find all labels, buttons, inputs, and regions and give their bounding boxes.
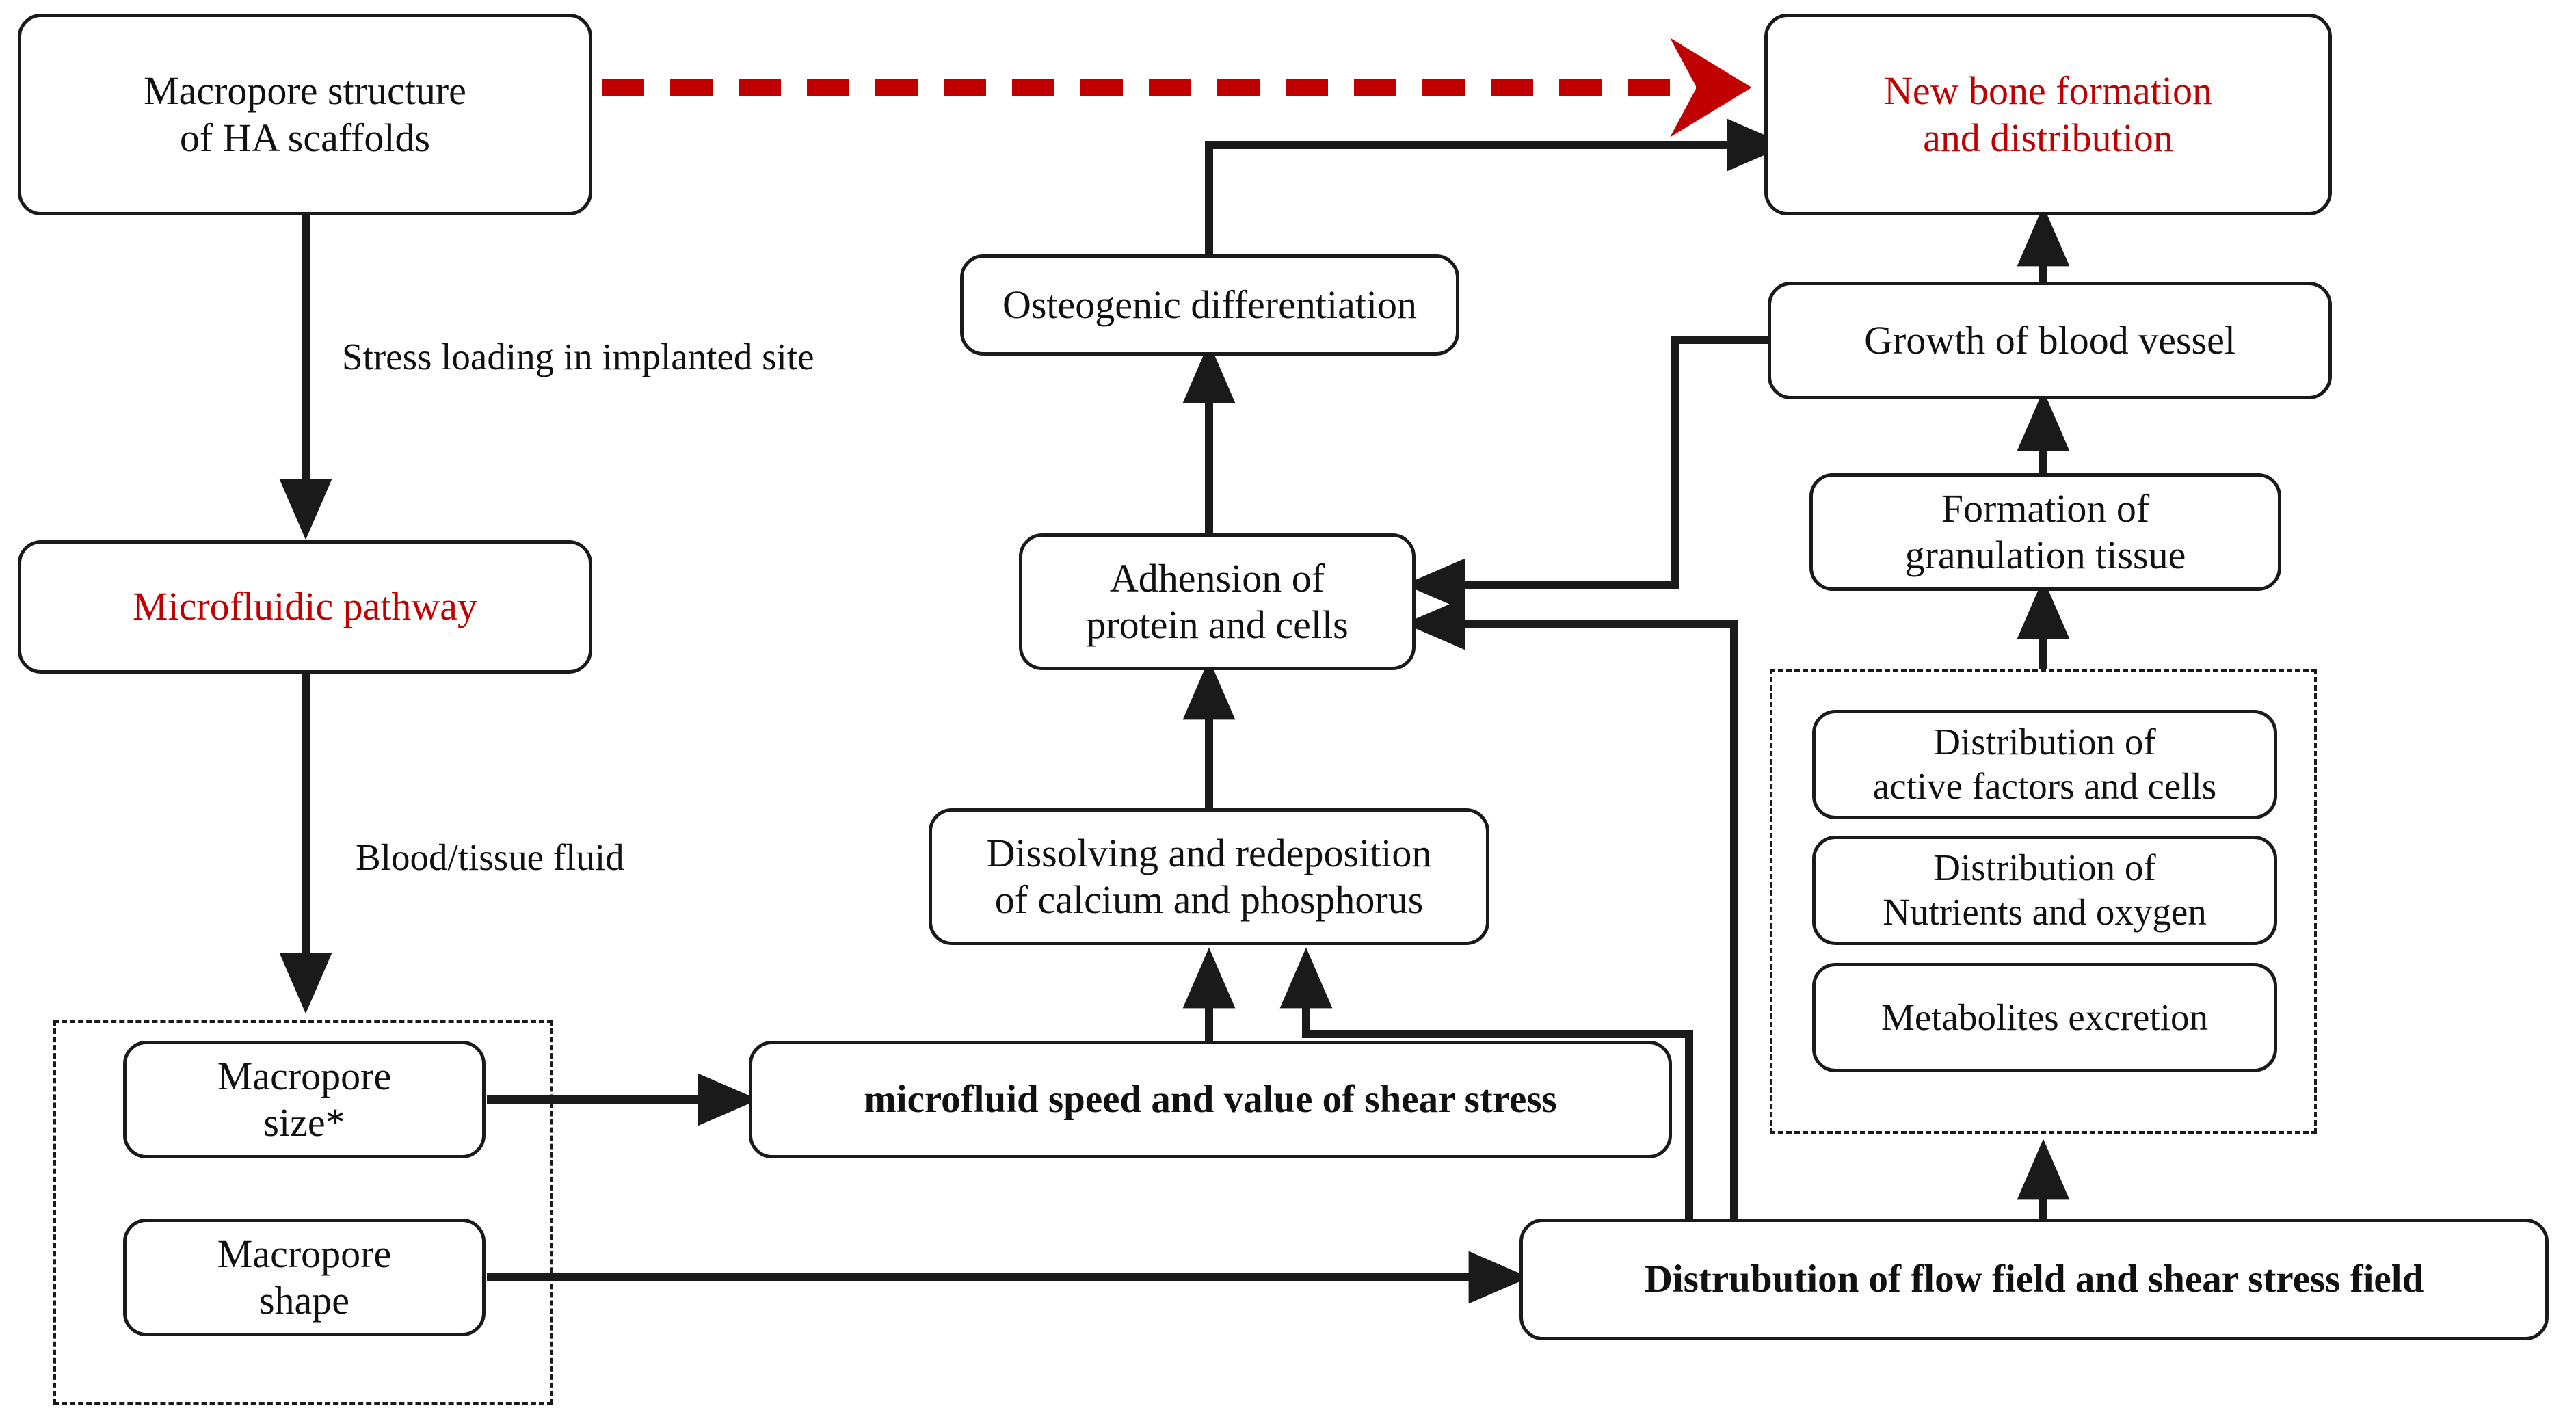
node-macropore-structure-label: Macropore structure of HA scaffolds bbox=[144, 68, 466, 160]
node-adhension-protein-cells[interactable]: Adhension of protein and cells bbox=[1019, 533, 1416, 670]
node-microfluid-speed-shear-stress[interactable]: microfluid speed and value of shear stre… bbox=[749, 1041, 1672, 1158]
node-osteogenic-differentiation[interactable]: Osteogenic differentiation bbox=[960, 254, 1459, 356]
distribution-effects-group bbox=[1770, 669, 2317, 1134]
node-distribution-active-factors[interactable]: Distribution of active factors and cells bbox=[1812, 710, 2277, 819]
edge-label-stress-loading-text: Stress loading in implanted site bbox=[342, 336, 814, 377]
edge-bloodvessel-to-adhension bbox=[1404, 336, 1770, 611]
edge-label-blood-tissue-fluid: Blood/tissue fluid bbox=[356, 836, 624, 879]
node-formation-granulation-tissue[interactable]: Formation of granulation tissue bbox=[1809, 473, 2281, 591]
node-microfluid-speed-shear-stress-label: microfluid speed and value of shear stre… bbox=[864, 1078, 1557, 1121]
node-new-bone-formation[interactable]: New bone formation and distribution bbox=[1764, 14, 2332, 215]
node-flow-field-shear-stress-field-label: Distrubution of flow field and shear str… bbox=[1644, 1258, 2424, 1301]
edge-osteogenic-to-newbone bbox=[1205, 118, 1788, 256]
node-new-bone-formation-label: New bone formation and distribution bbox=[1884, 68, 2212, 160]
node-macropore-size-label: Macropore size* bbox=[217, 1053, 392, 1145]
node-flow-field-shear-stress-field[interactable]: Distrubution of flow field and shear str… bbox=[1519, 1219, 2549, 1340]
edge-flowfield-to-adhension bbox=[1404, 597, 1738, 1238]
macropore-parameters-group bbox=[53, 1020, 553, 1405]
node-distribution-nutrients-oxygen-label: Distribution of Nutrients and oxygen bbox=[1883, 847, 2207, 933]
node-distribution-nutrients-oxygen[interactable]: Distribution of Nutrients and oxygen bbox=[1812, 836, 2277, 945]
node-microfluidic-pathway[interactable]: Microfluidic pathway bbox=[18, 540, 592, 674]
edge-label-blood-tissue-fluid-text: Blood/tissue fluid bbox=[356, 836, 624, 878]
node-macropore-shape-label: Macropore shape bbox=[217, 1231, 392, 1323]
node-osteogenic-differentiation-label: Osteogenic differentiation bbox=[1002, 282, 1418, 327]
node-macropore-structure[interactable]: Macropore structure of HA scaffolds bbox=[18, 14, 592, 215]
node-metabolites-excretion-label: Metabolites excretion bbox=[1881, 996, 2209, 1038]
node-macropore-size[interactable]: Macropore size* bbox=[123, 1041, 486, 1158]
node-formation-granulation-tissue-label: Formation of granulation tissue bbox=[1904, 486, 2186, 577]
node-growth-blood-vessel[interactable]: Growth of blood vessel bbox=[1768, 282, 2332, 399]
node-growth-blood-vessel-label: Growth of blood vessel bbox=[1864, 317, 2235, 362]
node-metabolites-excretion[interactable]: Metabolites excretion bbox=[1812, 963, 2277, 1072]
edge-label-stress-loading: Stress loading in implanted site bbox=[342, 335, 814, 378]
node-macropore-shape[interactable]: Macropore shape bbox=[123, 1219, 486, 1336]
node-microfluidic-pathway-label: Microfluidic pathway bbox=[132, 584, 478, 629]
node-distribution-active-factors-label: Distribution of active factors and cells bbox=[1872, 721, 2217, 807]
edge-flowfield-to-dissolving bbox=[1279, 947, 1693, 1238]
node-dissolving-redeposition[interactable]: Dissolving and redeposition of calcium a… bbox=[929, 808, 1489, 945]
node-dissolving-redeposition-label: Dissolving and redeposition of calcium a… bbox=[986, 830, 1432, 922]
node-adhension-protein-cells-label: Adhension of protein and cells bbox=[1086, 555, 1349, 647]
